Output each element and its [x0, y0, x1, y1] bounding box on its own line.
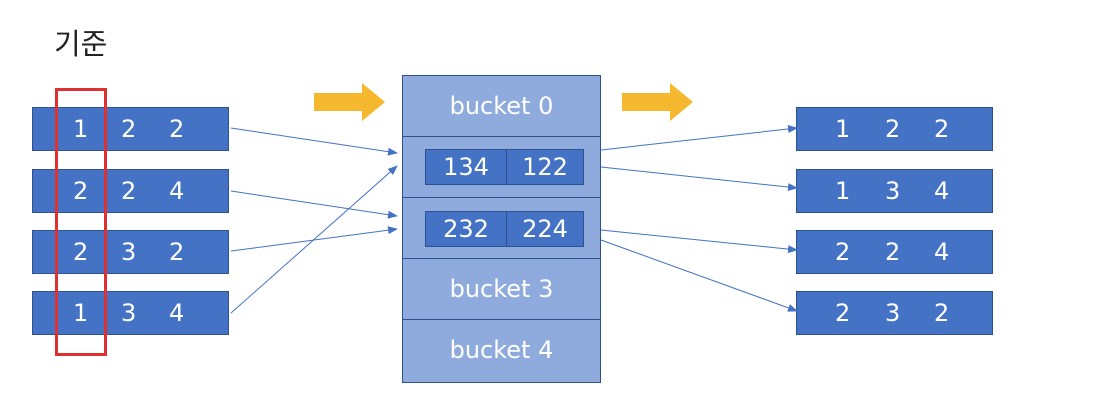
- input-digit: 1: [73, 115, 89, 143]
- output-digit: 2: [885, 238, 901, 266]
- connector-line: [230, 165, 398, 314]
- output-row: 2 3 2: [796, 291, 993, 335]
- output-digit: 1: [835, 177, 851, 205]
- criterion-label: 기준: [54, 27, 108, 61]
- input-digit: 2: [73, 238, 89, 266]
- input-row: 1 2 2: [32, 107, 229, 151]
- input-digit: 4: [169, 299, 185, 327]
- input-digit: 3: [121, 238, 137, 266]
- bucket-item: 122: [506, 149, 584, 185]
- bucket-4: bucket 4: [449, 336, 554, 364]
- output-digit: 2: [934, 115, 950, 143]
- output-digit: 4: [934, 177, 950, 205]
- input-digit: 1: [73, 299, 89, 327]
- input-digit: 4: [169, 177, 185, 205]
- output-row: 1 3 4: [796, 169, 993, 213]
- input-digit: 3: [121, 299, 137, 327]
- output-digit: 3: [885, 299, 901, 327]
- output-digit: 1: [835, 115, 851, 143]
- output-digit: 2: [835, 238, 851, 266]
- input-digit: 2: [121, 177, 137, 205]
- input-row: 2 2 4: [32, 169, 229, 213]
- output-digit: 3: [885, 177, 901, 205]
- connector-line: [600, 229, 798, 254]
- bucket-0: bucket 0: [403, 76, 600, 137]
- input-digit: 2: [73, 177, 89, 205]
- bucket-table: bucket 0 134 122 232 224 bucket 3 bucket…: [402, 75, 601, 383]
- connector-line: [600, 239, 798, 312]
- output-row: 2 2 4: [796, 230, 993, 274]
- bucket-2: 232 224: [403, 198, 600, 259]
- connector-line: [230, 127, 398, 156]
- input-row: 2 3 2: [32, 230, 229, 274]
- bucket-item: 134: [425, 149, 507, 185]
- connector-line: [230, 190, 398, 219]
- output-digit: 2: [885, 115, 901, 143]
- output-digit: 4: [934, 238, 950, 266]
- criterion-highlight-box: [55, 88, 107, 356]
- bucket-item: 224: [506, 211, 584, 247]
- output-digit: 2: [934, 299, 950, 327]
- flow-arrow-icon: [314, 83, 385, 121]
- bucket-1: 134 122: [403, 137, 600, 198]
- output-row: 1 2 2: [796, 107, 993, 151]
- bucket-3: bucket 3: [403, 259, 600, 320]
- input-row: 1 3 4: [32, 291, 229, 335]
- flow-arrow-icon: [622, 83, 693, 121]
- connector-line: [600, 166, 798, 192]
- output-digit: 2: [835, 299, 851, 327]
- connector-line: [600, 125, 798, 151]
- input-digit: 2: [169, 115, 185, 143]
- input-digit: 2: [121, 115, 137, 143]
- input-digit: 2: [169, 238, 185, 266]
